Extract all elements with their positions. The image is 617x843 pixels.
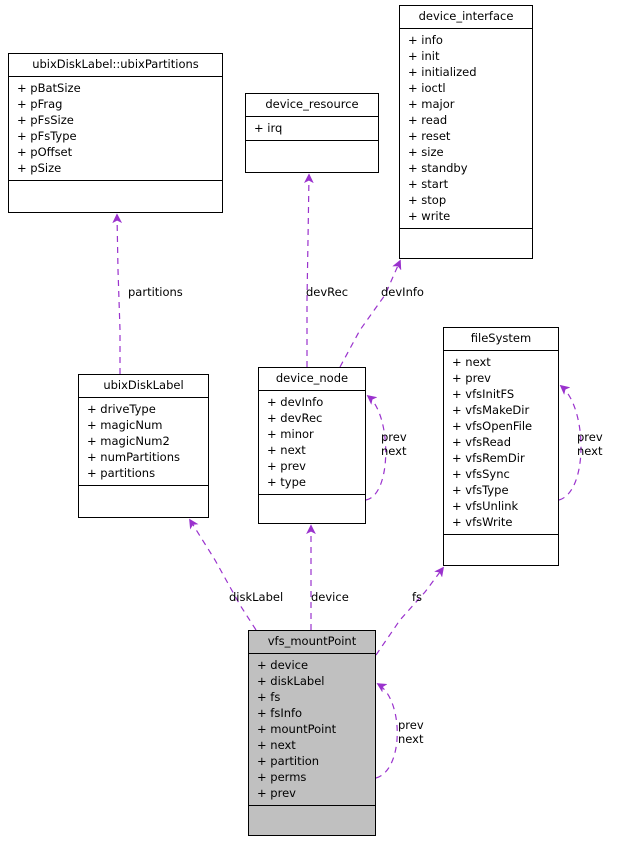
uml-operation-compartment [249,806,375,828]
uml-class-title: device_interface [400,6,532,29]
uml-attribute-row: + driveType [87,402,156,416]
uml-attribute-row: + init [408,49,440,63]
uml-class-vfs_mountPoint[interactable]: vfs_mountPoint + device + diskLabel + fs + f… [248,630,376,836]
uml-attribute-row: + size [408,145,444,159]
uml-attribute-row: + type [267,475,306,489]
uml-attribute-row: + fsInfo [257,706,303,720]
uml-class-device_interface[interactable]: device_interface + info + init + initialize… [399,5,533,259]
edge-label-diskLabel: diskLabel [229,590,284,604]
uml-attribute-compartment: + next + prev + vfsInitFS + vfsMakeDir + vfs… [444,351,558,535]
uml-attribute-row: + magicNum2 [87,434,170,448]
uml-attribute-row: + numPartitions [87,450,180,464]
uml-class-device_node[interactable]: device_node + devInfo + devRec + minor + nex… [258,367,366,524]
uml-attribute-row: + vfsUnlink [452,499,519,513]
uml-attribute-row: + pFsSize [17,113,74,127]
uml-attribute-row: + diskLabel [257,674,325,688]
uml-attribute-row: + vfsMakeDir [452,403,530,417]
uml-class-device_resource[interactable]: device_resource + irq [245,93,379,173]
edge-label-fs: fs [412,590,423,604]
uml-attribute-row: + partition [257,754,320,768]
uml-attribute-row: + mountPoint [257,722,337,736]
uml-attribute-row: + prev [257,786,296,800]
uml-attribute-row: + info [408,33,443,47]
uml-class-title: vfs_mountPoint [249,631,375,654]
uml-attribute-row: + pBatSize [17,81,81,95]
uml-attribute-compartment: + pBatSize + pFrag + pFsSize + pFsType + pOf… [9,77,222,181]
uml-attribute-row: + vfsWrite [452,515,513,529]
uml-class-title: device_resource [246,94,378,117]
uml-attribute-row: + pFsType [17,129,77,143]
uml-attribute-row: + partitions [87,466,156,480]
uml-class-ubixDiskLabel[interactable]: ubixDiskLabel + driveType + magicNum + magi… [78,374,209,518]
uml-class-title: ubixDiskLabel::ubixPartitions [9,54,222,77]
uml-attribute-row: + perms [257,770,307,784]
uml-attribute-row: + start [408,177,449,191]
uml-attribute-row: + next [267,443,306,457]
uml-attribute-compartment: + driveType + magicNum + magicNum2 + numPar… [79,398,208,486]
uml-attribute-compartment: + device + diskLabel + fs + fsInfo + mountPo… [249,654,375,806]
uml-attribute-row: + vfsRead [452,435,512,449]
uml-attribute-row: + read [408,113,448,127]
uml-operation-compartment [246,141,378,163]
edge-label-devInfo: devInfo [381,285,424,299]
uml-attribute-row: + next [452,355,491,369]
uml-attribute-row: + fs [257,690,281,704]
uml-attribute-row: + vfsOpenFile [452,419,533,433]
uml-attribute-row: + ioctl [408,81,446,95]
uml-attribute-row: + write [408,209,451,223]
edge-label-device: device [311,590,349,604]
uml-attribute-row: + devInfo [267,395,324,409]
uml-attribute-row: + prev [267,459,306,473]
uml-class-ubixPartitions[interactable]: ubixDiskLabel::ubixPartitions+ pBatSize+… [8,53,223,213]
uml-attribute-row: + initialized [408,65,477,79]
uml-attribute-compartment: + info + init + initialized + ioctl + major +… [400,29,532,229]
edge-label-prev-next-filesystem: prev next [577,430,603,458]
uml-attribute-compartment: + irq [246,117,378,141]
edge-label-prev-next-mountpoint: prev next [398,718,424,746]
uml-attribute-row: + irq [254,121,283,135]
uml-class-title: device_node [259,368,365,391]
uml-attribute-row: + prev [452,371,491,385]
uml-class-fileSystem[interactable]: fileSystem + next + prev + vfsInitFS + vfsMa… [443,327,559,566]
uml-attribute-row: + device [257,658,309,672]
uml-operation-compartment [9,181,222,203]
uml-attribute-row: + minor [267,427,314,441]
edge-label-devRec: devRec [306,285,349,299]
edge-label-prev-next-device-node: prev next [381,430,407,458]
uml-operation-compartment [259,495,365,517]
uml-operation-compartment [79,486,208,508]
uml-attribute-row: + vfsType [452,483,509,497]
uml-attribute-row: + next [257,738,296,752]
uml-attribute-row: + pOffset [17,145,73,159]
uml-operation-compartment [400,229,532,251]
edge-label-partitions: partitions [128,285,183,299]
uml-attribute-row: + vfsSync [452,467,510,481]
uml-attribute-row: + pSize [17,161,62,175]
uml-attribute-row: + devRec [267,411,323,425]
uml-attribute-compartment: + devInfo + devRec + minor + next + prev + ty… [259,391,365,495]
uml-operation-compartment [444,535,558,557]
uml-class-title: ubixDiskLabel [79,375,208,398]
uml-attribute-row: + reset [408,129,451,143]
uml-attribute-row: + magicNum [87,418,163,432]
uml-attribute-row: + vfsRemDir [452,451,525,465]
uml-attribute-row: + pFrag [17,97,63,111]
uml-attribute-row: + stop [408,193,447,207]
uml-attribute-row: + major [408,97,455,111]
uml-attribute-row: + standby [408,161,468,175]
uml-class-title: fileSystem [444,328,558,351]
uml-attribute-row: + vfsInitFS [452,387,515,401]
